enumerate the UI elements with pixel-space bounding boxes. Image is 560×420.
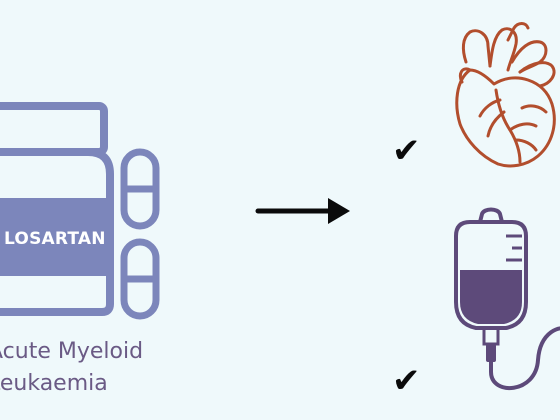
iv-bag-fill [460,270,522,324]
drug-label: LOSARTAN [4,229,106,249]
heart-icon [455,22,556,168]
capsule-icon [120,148,160,320]
medicine-bottle-icon [0,102,114,316]
bottle-label-band [0,198,110,276]
iv-blood-bag-icon [454,207,560,391]
check-icon: ✔ [392,361,421,401]
bottle-cap [0,102,108,156]
check-icon: ✔ [392,131,421,171]
right-arrow-icon [255,198,350,224]
condition-caption: Acute Myeloid Leukaemia [0,339,144,396]
